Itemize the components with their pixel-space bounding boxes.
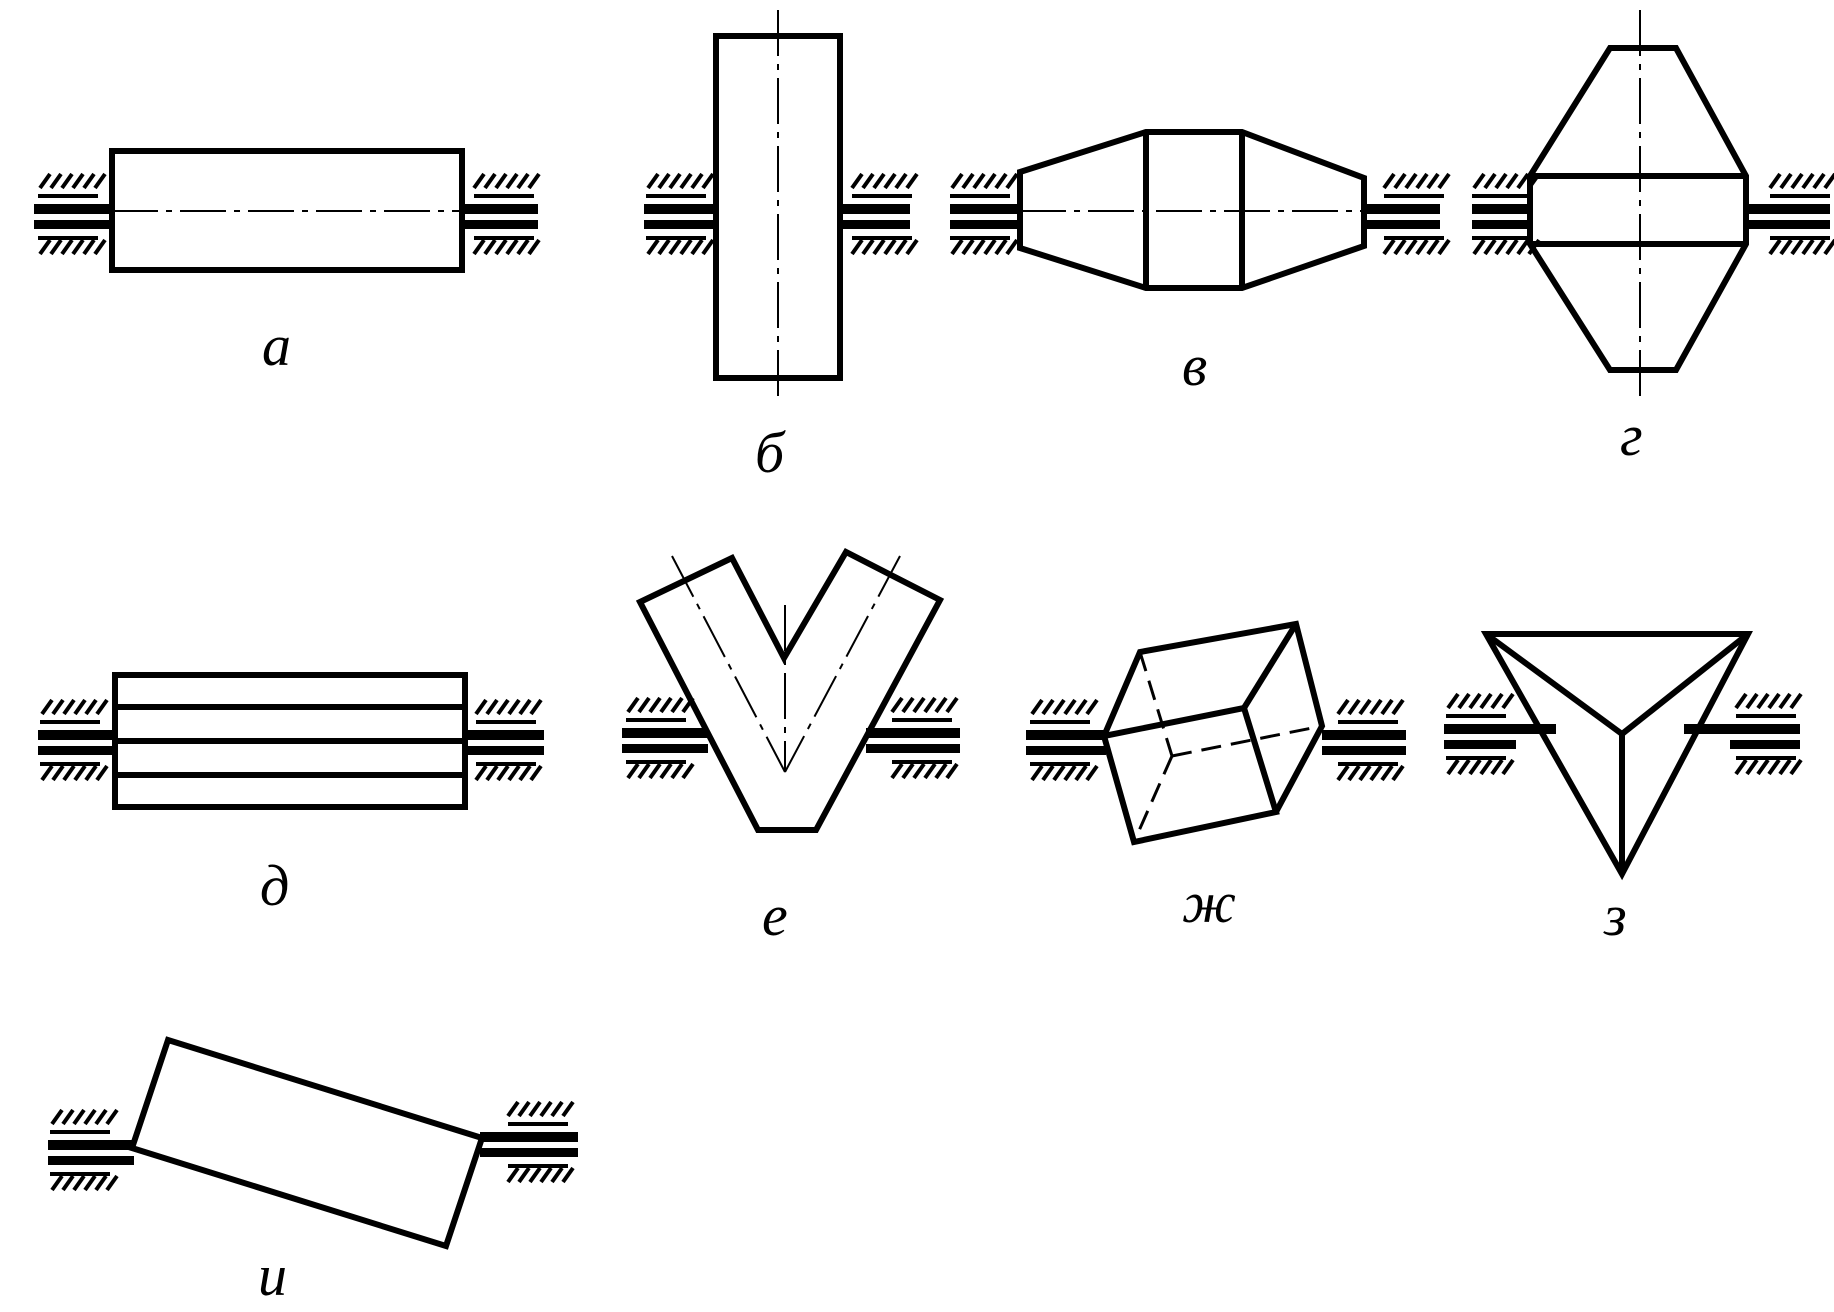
label-i: и	[258, 1243, 287, 1308]
figure-d: д	[38, 672, 544, 918]
figure-z: з	[1444, 631, 1803, 948]
label-d: д	[260, 853, 289, 918]
bearing-right	[464, 698, 544, 782]
label-e: е	[762, 883, 788, 948]
bearing-left	[38, 698, 116, 782]
bearing-left	[1472, 172, 1541, 256]
bearing-left	[1444, 692, 1556, 776]
label-z: з	[1603, 883, 1627, 948]
axis-right-arm	[784, 555, 901, 773]
bearing-right	[1748, 172, 1834, 256]
label-a: а	[262, 313, 291, 378]
bearing-left	[622, 696, 708, 780]
bearing-right	[1684, 692, 1803, 776]
axis-left-arm	[671, 555, 786, 773]
figure-e: е	[622, 548, 960, 948]
figure-v: в	[950, 129, 1451, 398]
bearing-right	[1322, 698, 1406, 782]
figure-g: г	[1472, 10, 1834, 468]
bearing-left	[48, 1108, 134, 1192]
front-face	[1100, 704, 1280, 846]
bearing-left	[644, 172, 716, 256]
label-zh: ж	[1182, 870, 1236, 935]
label-g: г	[1620, 403, 1643, 468]
rotor-body	[1480, 631, 1753, 881]
figure-b: б	[644, 10, 919, 485]
bearing-right	[866, 696, 960, 780]
figure-a: а	[34, 148, 541, 378]
bearing-right	[838, 172, 919, 256]
bearing-right	[480, 1100, 578, 1184]
figure-i: и	[48, 1036, 578, 1308]
bearing-right	[460, 172, 541, 256]
rotor-body	[128, 1036, 486, 1250]
rotor-body	[1527, 45, 1749, 373]
label-v: в	[1182, 333, 1207, 398]
bearing-left	[34, 172, 112, 256]
rotor-body	[635, 548, 945, 833]
label-b: б	[755, 420, 786, 485]
bearing-right	[1364, 172, 1451, 256]
bearing-left	[950, 172, 1020, 256]
rotor-body	[1017, 129, 1367, 291]
bearing-left	[1026, 698, 1106, 782]
figure-zh: ж	[1026, 620, 1406, 935]
hidden-edge	[1138, 651, 1174, 757]
